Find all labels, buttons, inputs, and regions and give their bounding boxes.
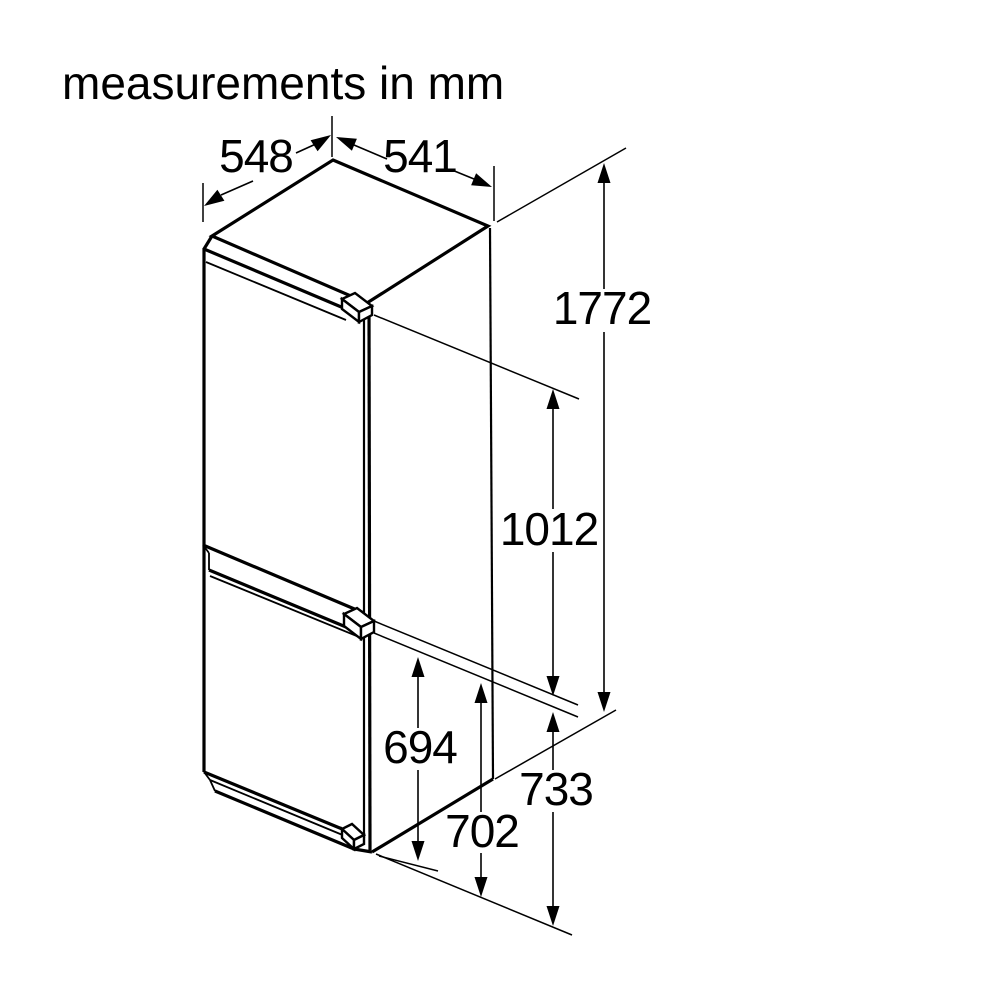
dimension-lower-section: 733 (519, 712, 594, 926)
divider-extension-upper (373, 620, 579, 706)
diagram-title: measurements in mm (62, 57, 504, 109)
dimension-total-height: 1772 (553, 163, 652, 712)
arrowhead (474, 683, 488, 703)
dimension-lower-door: 694 (383, 657, 458, 861)
arrowhead (546, 676, 560, 696)
floor-extension (375, 853, 573, 936)
top-strip-upper-line (203, 247, 347, 311)
dim-label-548: 548 (219, 130, 293, 182)
dim-label-702: 702 (445, 805, 519, 857)
arrowhead (336, 137, 357, 151)
dimension-depth: 548 (204, 130, 331, 206)
dim-label-694: 694 (383, 721, 457, 773)
fridge-front-right-edge (367, 305, 372, 851)
extension-lines (202, 116, 627, 936)
top-strip-lower-line (205, 261, 347, 321)
dim-label-1012: 1012 (500, 503, 598, 555)
arrowhead (474, 877, 488, 897)
arrowhead (411, 841, 425, 861)
fridge-rear-right-edge (488, 227, 495, 780)
arrowhead (546, 906, 560, 926)
fridge-right-bottom-edge (371, 777, 494, 854)
dimension-width: 541 (336, 130, 492, 187)
arrowhead (310, 135, 331, 152)
fridge-top-left-step (202, 235, 214, 250)
bottom-rear-extension (494, 709, 617, 780)
dim-label-733: 733 (519, 763, 593, 815)
arrowhead (546, 389, 560, 409)
dimension-upper-door: 1012 (500, 389, 599, 696)
arrowhead (597, 692, 611, 712)
dimension-lower-front: 702 (445, 683, 520, 897)
dim-label-1772: 1772 (553, 282, 651, 334)
top-rear-extension (496, 147, 627, 223)
door-divider (202, 543, 365, 640)
door-bottom-extension (378, 855, 439, 872)
arrowhead (546, 712, 560, 732)
arrowhead (204, 189, 225, 206)
arrowhead (411, 657, 425, 677)
dim-label-541: 541 (383, 130, 457, 182)
arrowhead (471, 173, 492, 187)
fridge-drawing (202, 158, 495, 854)
divider-extension-lower (373, 632, 579, 718)
top-door-handle (339, 291, 375, 325)
plinth (203, 770, 373, 854)
arrowhead (597, 163, 611, 183)
top-handle-extension (373, 314, 580, 400)
